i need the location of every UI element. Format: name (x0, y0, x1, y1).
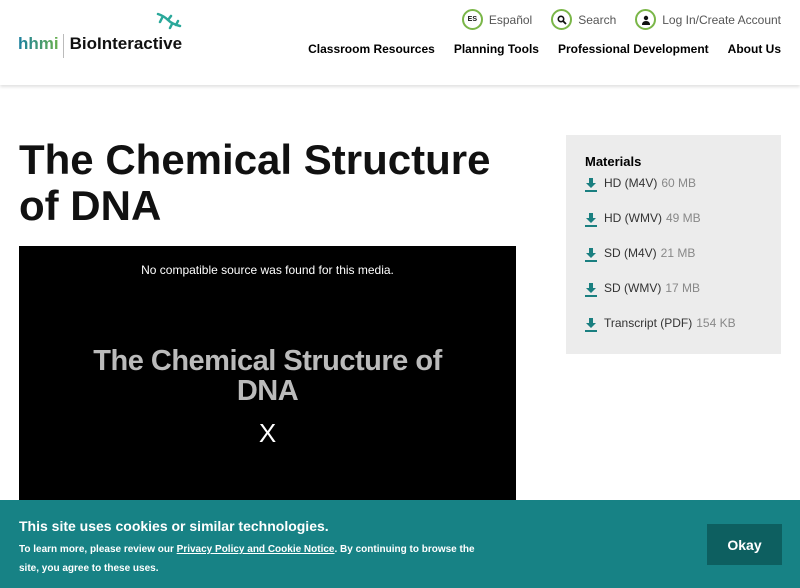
material-download-link[interactable]: HD (WMV)49 MB (585, 200, 762, 235)
download-icon (585, 318, 597, 332)
material-label: SD (M4V) (604, 245, 657, 260)
logo-divider (62, 34, 64, 58)
material-download-link[interactable]: SD (M4V)21 MB (585, 235, 762, 270)
biointeractive-logo[interactable]: hhmi BioInteractive (18, 12, 183, 58)
close-icon[interactable]: X (258, 418, 277, 448)
material-size: 60 MB (661, 175, 697, 190)
utility-nav: ES Español Search Log In/Create Account (461, 9, 781, 30)
espanol-label: Español (488, 12, 533, 27)
material-size: 49 MB (665, 210, 701, 225)
nav-classroom-resources[interactable]: Classroom Resources (308, 42, 435, 56)
brand-logo-text: BioInteractive (69, 12, 183, 54)
video-title-card: The Chemical Structure of DNA (93, 345, 442, 407)
material-size: 17 MB (665, 280, 701, 295)
material-download-link[interactable]: Transcript (PDF)154 KB (585, 305, 762, 340)
search-icon (551, 9, 573, 30)
materials-heading: Materials (585, 154, 642, 169)
material-download-link[interactable]: SD (WMV)17 MB (585, 270, 762, 305)
nav-planning-tools[interactable]: Planning Tools (453, 42, 539, 56)
video-error-message: No compatible source was found for this … (141, 263, 394, 277)
download-icon (585, 213, 597, 227)
cookie-banner: This site uses cookies or similar techno… (0, 500, 800, 588)
download-icon (585, 248, 597, 262)
nav-about-us[interactable]: About Us (727, 42, 781, 56)
search-link[interactable]: Search (551, 9, 616, 30)
cookie-text-pre: To learn more, please review our (19, 544, 177, 555)
lizard-icon (156, 12, 182, 30)
material-size: 154 KB (696, 315, 736, 330)
search-label: Search (578, 12, 617, 27)
cookie-title: This site uses cookies or similar techno… (19, 518, 329, 534)
material-download-link[interactable]: HD (M4V)60 MB (585, 165, 762, 200)
site-header: hhmi BioInteractive ES Español Search Lo… (0, 0, 800, 85)
privacy-policy-link[interactable]: Privacy Policy and Cookie Notice (176, 544, 335, 555)
cookie-text: To learn more, please review our Privacy… (19, 540, 489, 578)
material-label: HD (M4V) (604, 175, 658, 190)
login-label: Log In/Create Account (662, 12, 781, 27)
download-icon (585, 283, 597, 297)
espanol-link[interactable]: ES Español (461, 9, 533, 30)
hhmi-logo-text: hhmi (18, 34, 59, 53)
es-icon: ES (461, 9, 483, 30)
material-label: HD (WMV) (604, 210, 662, 225)
material-size: 21 MB (660, 245, 696, 260)
download-icon (585, 178, 597, 192)
brand-name: BioInteractive (69, 34, 183, 53)
okay-button[interactable]: Okay (707, 524, 782, 565)
nav-professional-development[interactable]: Professional Development (557, 42, 709, 56)
login-link[interactable]: Log In/Create Account (635, 9, 781, 30)
material-label: SD (WMV) (604, 280, 662, 295)
material-label: Transcript (PDF) (604, 315, 693, 330)
page-title: The Chemical Structure of DNA (19, 136, 491, 229)
user-icon (635, 9, 657, 30)
cookie-text-post: . By continuing to browse the site, you … (19, 544, 475, 574)
main-nav: Classroom Resources Planning Tools Profe… (308, 42, 781, 56)
video-player[interactable]: No compatible source was found for this … (19, 246, 516, 506)
